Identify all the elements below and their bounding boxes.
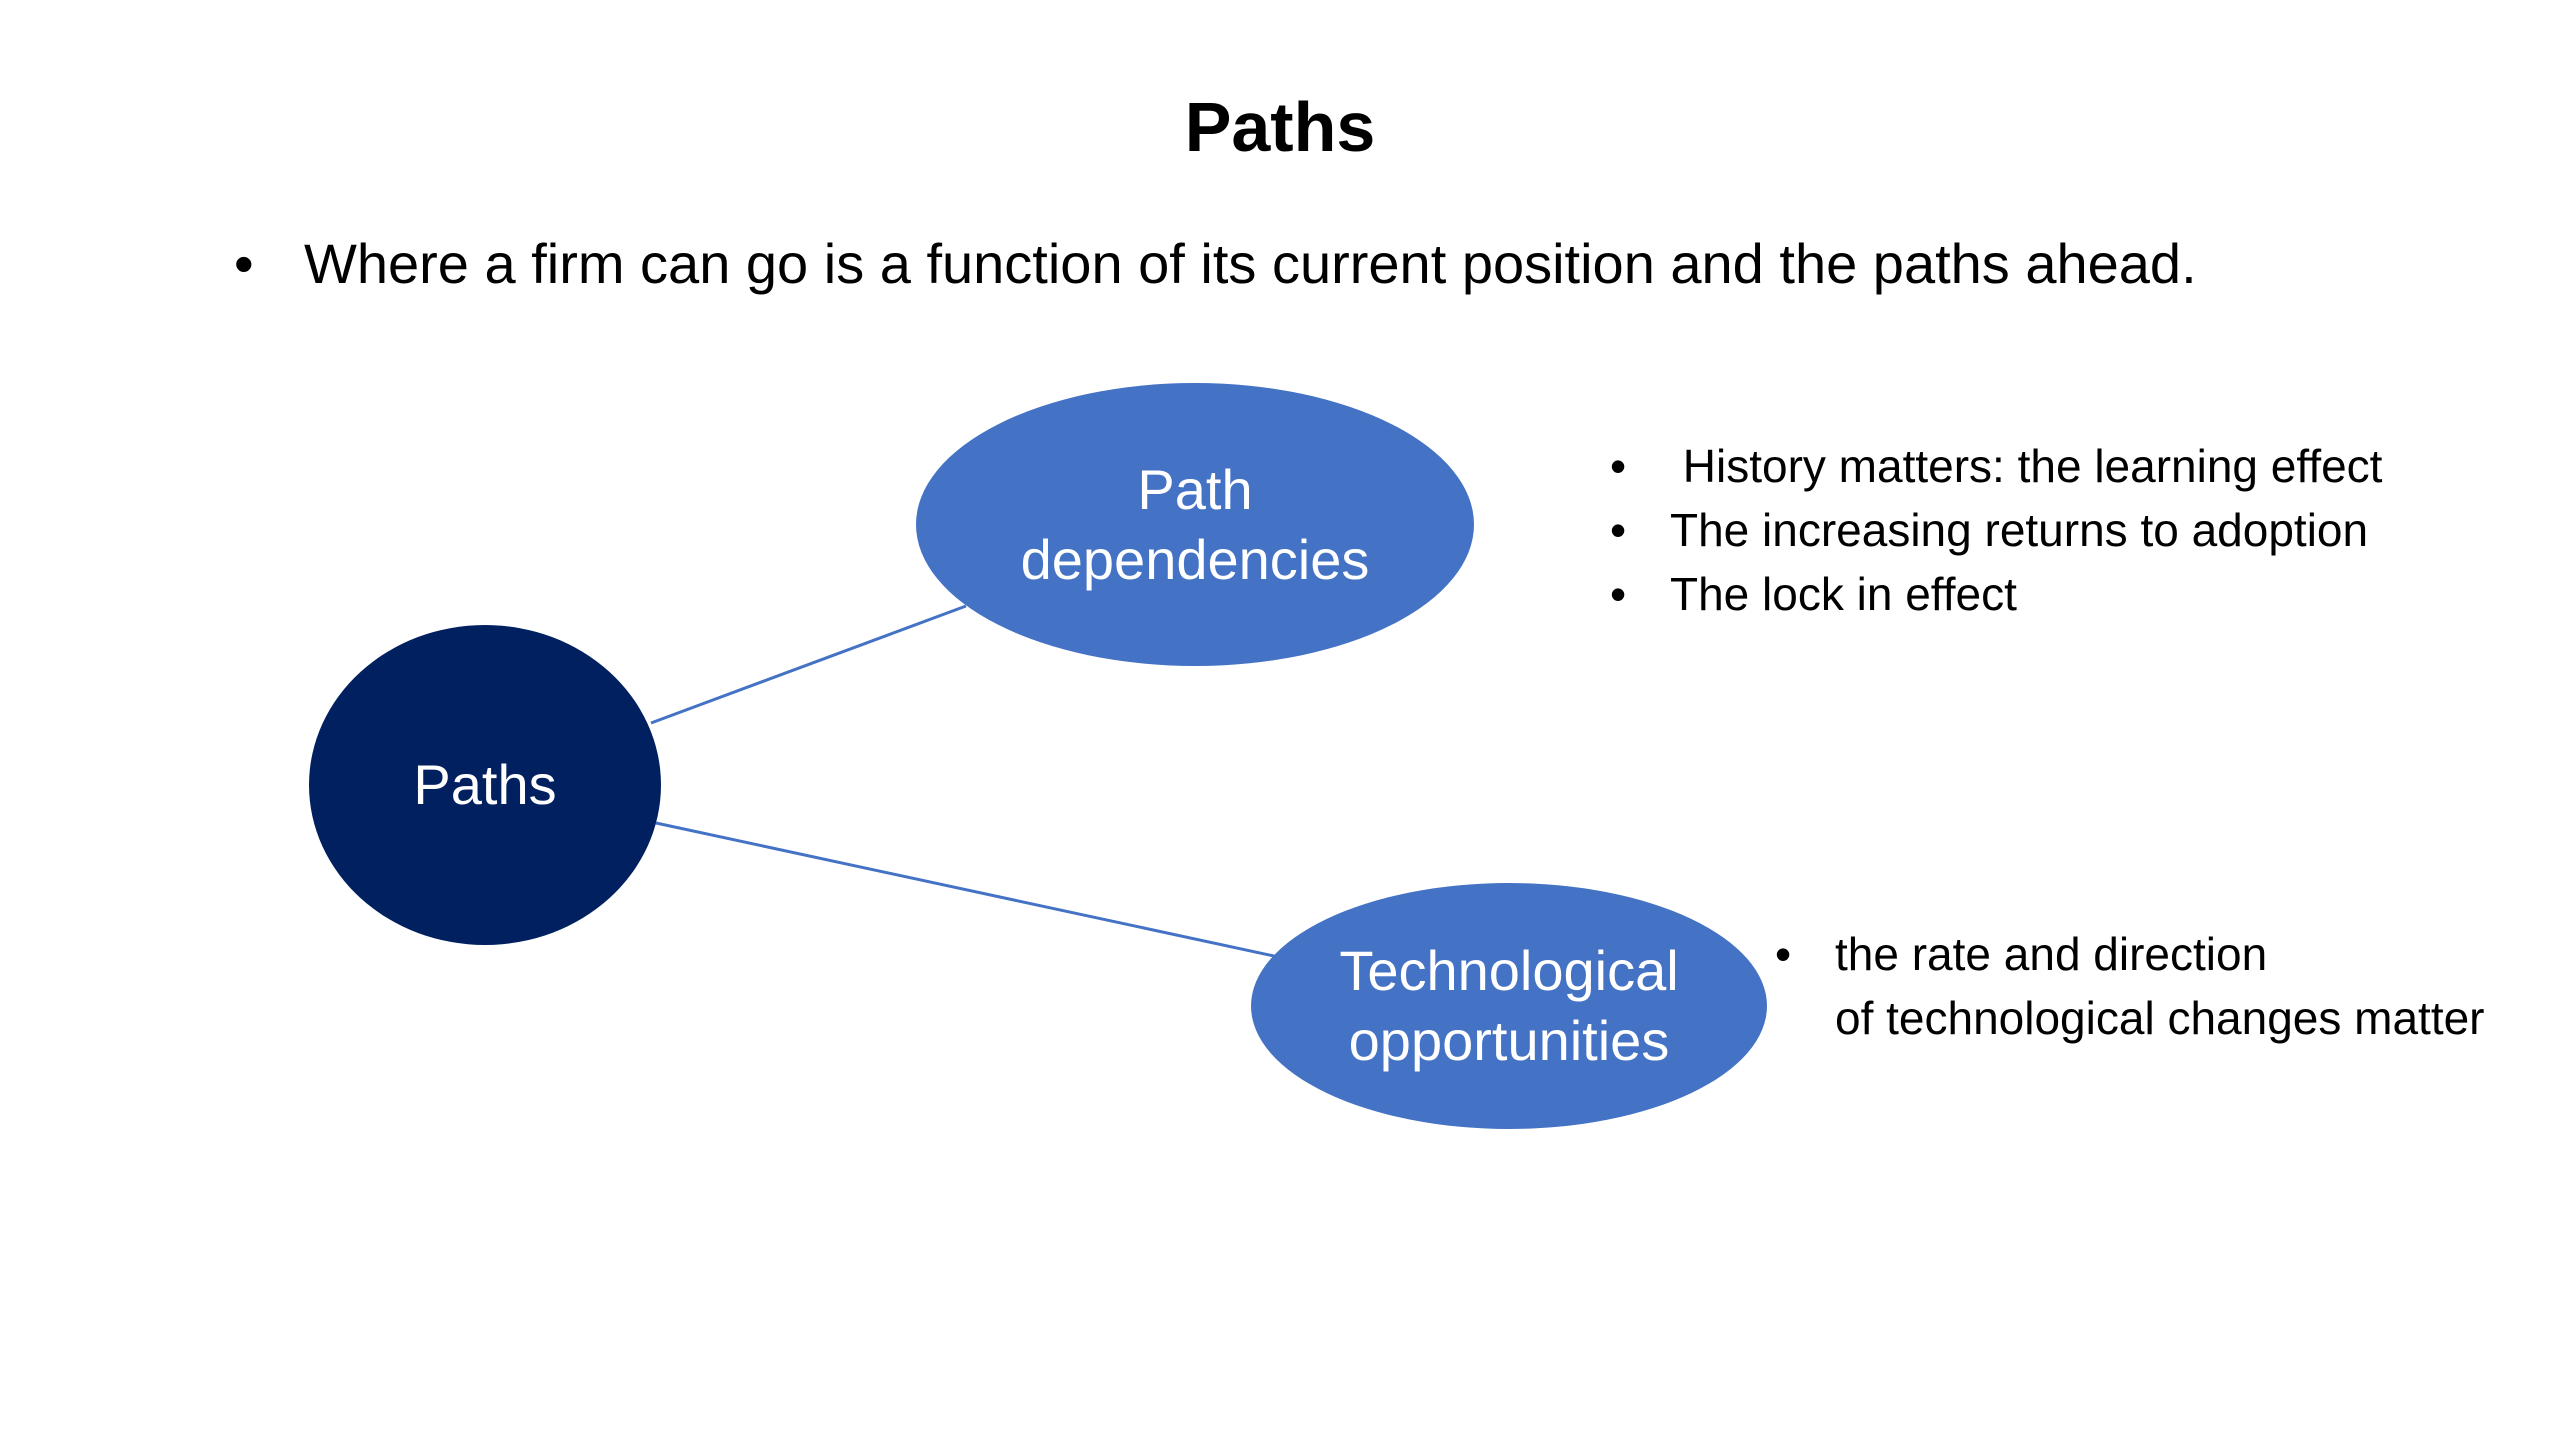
path-dependencies-notes: • History matters: the learning effect •… (1610, 434, 2382, 626)
node-path-dependencies: Path dependencies (916, 383, 1474, 666)
note-text: the rate and direction of technological … (1835, 928, 2485, 1044)
bullet-marker: • (1610, 568, 1627, 620)
note-item: • History matters: the learning effect (1610, 434, 2382, 498)
bullet-marker: • (1610, 440, 1627, 492)
main-bullet: • Where a firm can go is a function of it… (234, 224, 2197, 304)
bullet-marker: • (234, 232, 254, 295)
note-item: • The increasing returns to adoption (1610, 498, 2382, 562)
connector-paths-to-dependencies (650, 604, 967, 725)
bullet-marker: • (1775, 928, 1792, 980)
note-text: History matters: the learning effect (1670, 440, 2383, 492)
note-text: The increasing returns to adoption (1670, 504, 2369, 556)
node-paths: Paths (309, 625, 661, 945)
connector-paths-to-technological (655, 821, 1275, 958)
node-paths-label: Paths (413, 753, 557, 816)
main-bullet-text: Where a firm can go is a function of its… (304, 232, 2197, 295)
note-item: • The lock in effect (1610, 562, 2382, 626)
node-technological-opportunities: Technological opportunities (1251, 883, 1767, 1129)
node-technological-opportunities-label: Technological opportunities (1339, 939, 1679, 1072)
node-path-dependencies-label: Path dependencies (1020, 457, 1370, 591)
slide-title: Paths (1184, 88, 1376, 166)
technological-opportunities-notes: • the rate and direction of technological… (1775, 922, 2485, 1050)
note-text: The lock in effect (1670, 568, 2017, 620)
note-item: • the rate and direction of technological… (1775, 922, 2485, 1050)
bullet-marker: • (1610, 504, 1627, 556)
